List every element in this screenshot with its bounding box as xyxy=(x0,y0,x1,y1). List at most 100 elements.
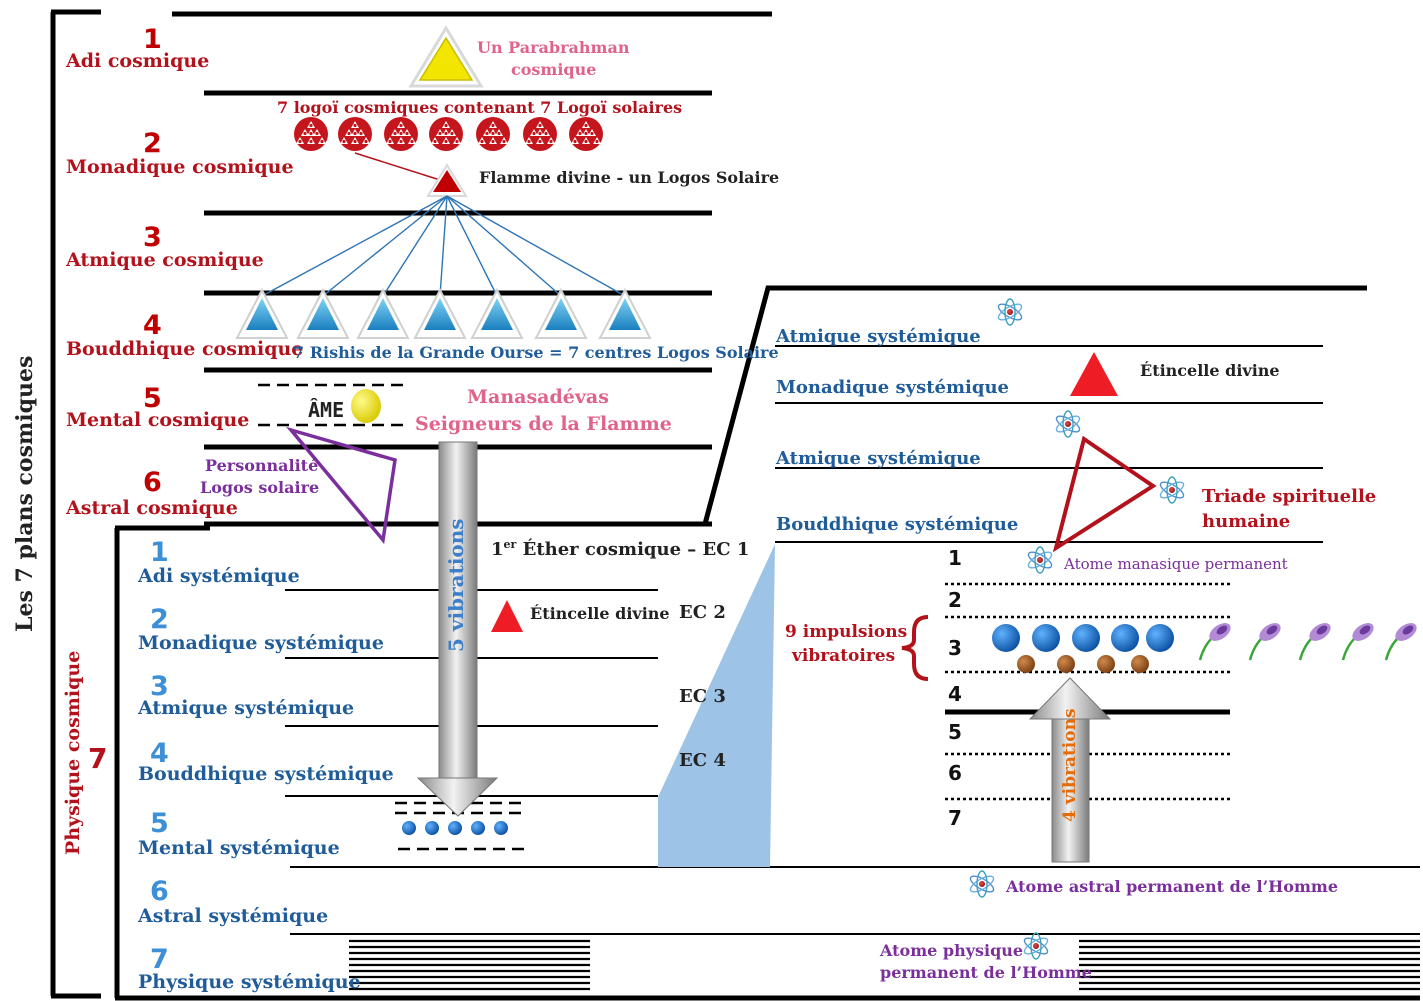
cosmic-plane-1-name: Adi cosmique xyxy=(66,50,210,72)
step-line xyxy=(702,285,1367,525)
brace-icon xyxy=(901,615,929,681)
mental-dot-icon xyxy=(471,821,485,835)
mental-dot-icon xyxy=(425,821,439,835)
fan-line xyxy=(261,195,448,297)
physique-bracket xyxy=(114,525,1420,1001)
systemic-plane-3-name: Atmique systémique xyxy=(138,697,355,719)
cosmic-plane-4-number: 4 xyxy=(143,310,162,341)
neuf-impulsions-label-1: 9 impulsions xyxy=(785,622,908,642)
rishi-triangle-icon xyxy=(356,287,410,339)
systemic-plane-1-number: 1 xyxy=(150,537,169,568)
flamme-triangle-icon xyxy=(426,163,468,197)
atome-physique-label-1: Atome physique xyxy=(880,941,1024,960)
sub-number-1: 1 xyxy=(948,546,962,570)
sub-number-5: 5 xyxy=(948,720,962,744)
logoi-connector xyxy=(354,152,441,181)
fan-lines xyxy=(261,195,626,297)
fan-line xyxy=(446,195,562,297)
ame-label: ÂME xyxy=(308,398,345,422)
rishi-triangle-icon xyxy=(296,287,350,339)
manasadevas-label-1: Manasadévas xyxy=(467,386,609,408)
ether-prefix: 1 xyxy=(491,539,504,560)
brown-sphere-icon xyxy=(1057,655,1075,673)
physique-cosmique-label: Physique cosmique xyxy=(62,650,84,855)
triade-label-1: Triade spirituelle xyxy=(1202,486,1377,507)
logoi-label: 7 logoï cosmiques contenant 7 Logoï sola… xyxy=(277,98,683,117)
right-plane-1: Atmique systémique xyxy=(776,326,981,347)
flower-icon xyxy=(1198,623,1231,661)
cosmic-plane-6-name: Astral cosmique xyxy=(66,497,238,519)
ame-dashed-lines xyxy=(258,383,408,427)
rishi-triangle-icon xyxy=(598,287,652,339)
flower-icon xyxy=(1341,623,1374,661)
neuf-impulsions-label-2: vibratoires xyxy=(792,646,896,666)
personnalite-label-1: Personnalité xyxy=(205,456,319,475)
ec3-label: EC 3 xyxy=(679,686,726,707)
systemic-plane-6-name: Astral systémique xyxy=(138,905,329,927)
ether-sup: er xyxy=(503,538,517,551)
atoms xyxy=(969,298,1185,960)
cosmic-plane-1-number: 1 xyxy=(143,24,162,55)
cosmic-plane-3-name: Atmique cosmique xyxy=(66,249,264,271)
sub-number-4: 4 xyxy=(948,682,962,706)
brown-sphere-icon xyxy=(1131,655,1149,673)
blue-sphere-icon xyxy=(1072,624,1100,652)
systemic-plane-5-number: 5 xyxy=(150,808,169,839)
systemic-plane-7-name: Physique systémique xyxy=(138,971,361,993)
fan-line xyxy=(382,195,448,297)
systemic-plane-7-number: 7 xyxy=(150,944,169,975)
ec2-label: EC 2 xyxy=(679,602,726,623)
rishi-triangle-icon xyxy=(235,287,289,339)
flower-icon xyxy=(1298,623,1331,661)
physique-cosmique-number: 7 xyxy=(88,742,108,775)
parabrahman-triangle-icon xyxy=(408,25,484,88)
etincelle-right-triangle-icon xyxy=(1070,352,1118,396)
flower-icon xyxy=(1384,623,1417,661)
systemic-plane-5-name: Mental systémique xyxy=(138,837,340,859)
rishis-label: 7 Rishis de la Grande Ourse = 7 centres … xyxy=(293,343,779,362)
blue-sphere-icon xyxy=(1032,624,1060,652)
rishi-triangle-icon xyxy=(534,287,588,339)
atom-icon xyxy=(1023,932,1049,960)
systemic-plane-4-number: 4 xyxy=(150,738,169,769)
outer-bracket xyxy=(50,9,101,999)
cosmic-plane-2-number: 2 xyxy=(143,128,162,159)
etincelle-right-label: Étincelle divine xyxy=(1140,361,1280,380)
blue-sphere-icon xyxy=(992,624,1020,652)
systemic-plane-4-name: Bouddhique systémique xyxy=(138,763,394,785)
cosmic-plane-5-number: 5 xyxy=(143,383,162,414)
fan-line xyxy=(446,195,626,297)
ether-wedge xyxy=(658,544,775,867)
logoi-circle-icon xyxy=(523,117,557,151)
logoi-circle-icon xyxy=(338,117,372,151)
parabrahman-label-2: cosmique xyxy=(511,60,597,79)
atom-icon xyxy=(969,870,995,898)
five-vibrations-label: 5 vibrations xyxy=(444,518,468,652)
brown-sphere-icon xyxy=(1097,655,1115,673)
logoi-circle-icon xyxy=(429,117,463,151)
triade-triangle-icon xyxy=(1052,435,1157,553)
atom-icon xyxy=(1159,476,1185,504)
flowers xyxy=(1198,623,1417,661)
sub-number-6: 6 xyxy=(948,761,962,785)
physical-stripes-left xyxy=(349,939,590,991)
ether-rest: Éther cosmique – EC 1 xyxy=(516,539,750,560)
parabrahman-label-1: Un Parabrahman xyxy=(477,38,630,57)
logoi-circle-icon xyxy=(384,117,418,151)
physical-stripes-right xyxy=(1079,939,1420,991)
fan-line xyxy=(322,195,448,297)
cosmic-plane-2-name: Monadique cosmique xyxy=(66,156,294,178)
ec4-label: EC 4 xyxy=(679,750,726,771)
atome-physique-label-2: permanent de l’Homme xyxy=(880,963,1092,982)
atom-icon xyxy=(1027,546,1053,574)
mental-dot-icon xyxy=(448,821,462,835)
four-vibrations-label: 4 vibrations xyxy=(1060,708,1080,822)
mental-dot-icon xyxy=(494,821,508,835)
mental-dots xyxy=(402,821,508,835)
right-plane-3: Atmique systémique xyxy=(776,448,981,469)
ame-sphere-icon xyxy=(351,389,381,423)
systemic-plane-1-name: Adi systémique xyxy=(138,565,300,587)
right-plane-lines xyxy=(775,345,1323,543)
five-vibrations-arrow xyxy=(416,441,499,817)
mental-dot-icon xyxy=(402,821,416,835)
